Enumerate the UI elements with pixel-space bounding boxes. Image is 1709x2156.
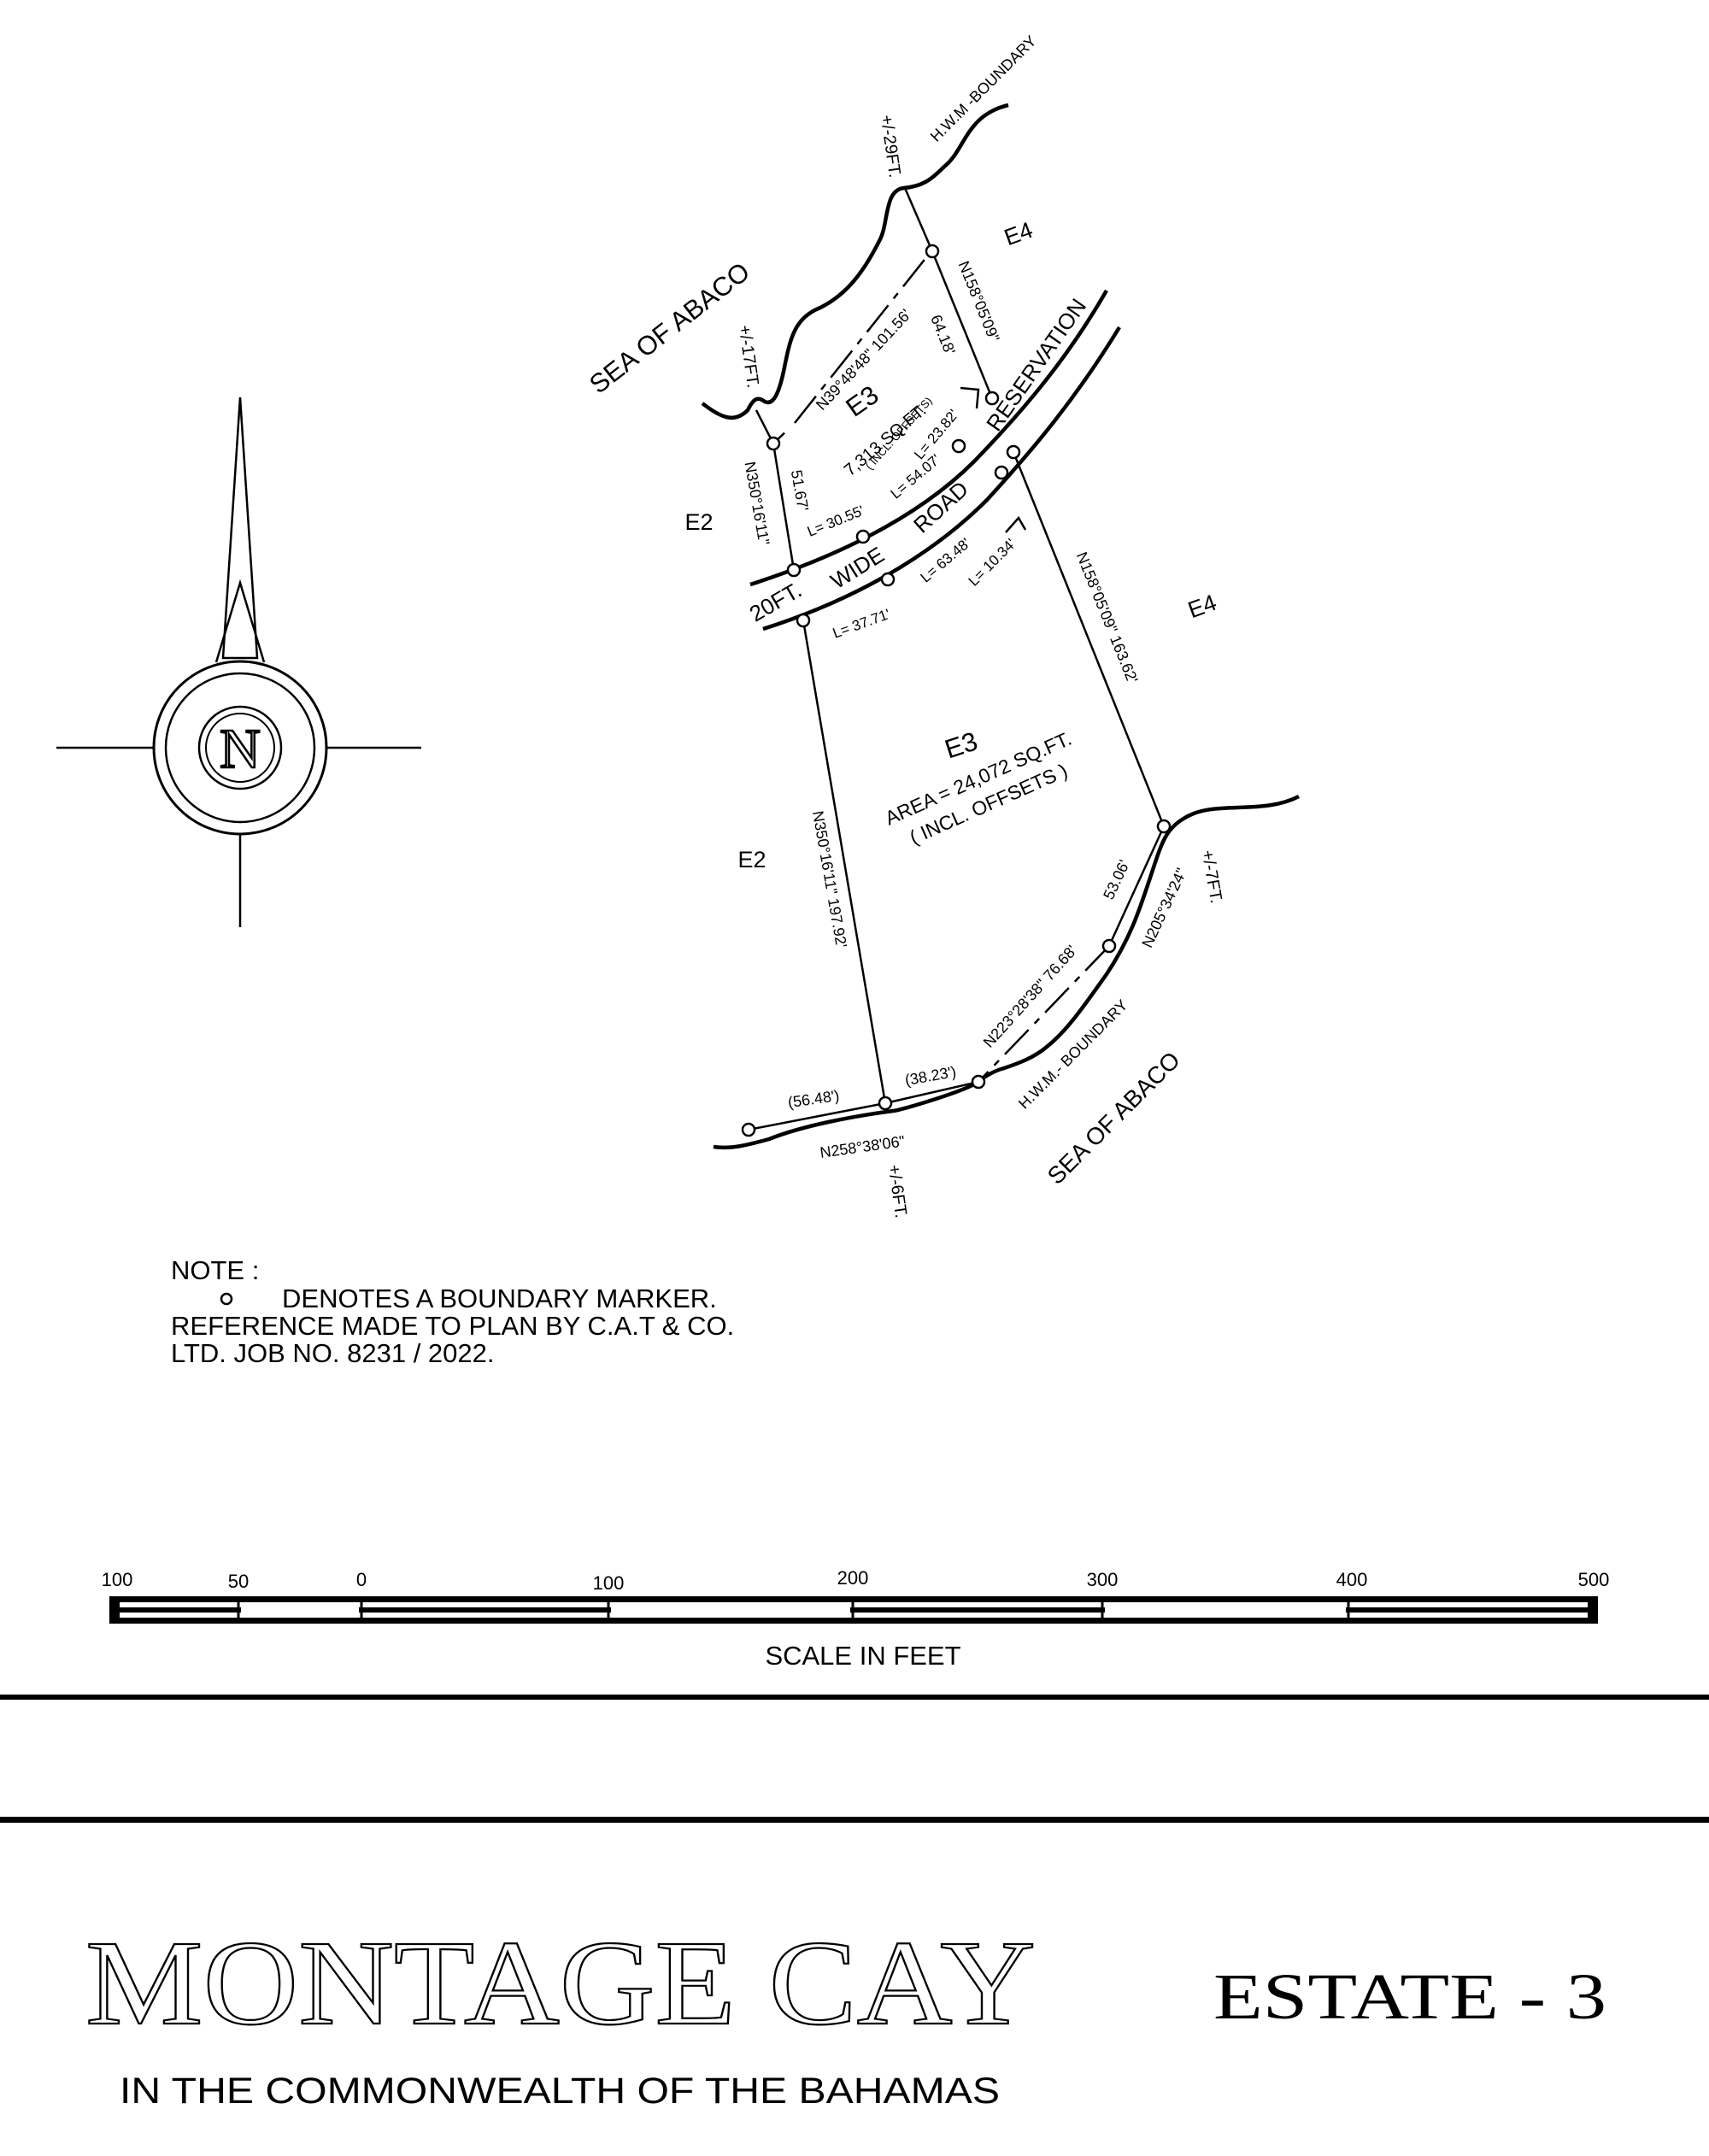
marker: [878, 1096, 893, 1111]
upper-bearing-right: N158°05'09": [955, 259, 1003, 344]
e4-label-right: E4: [1184, 590, 1219, 623]
lower-lot-name: E3: [941, 726, 981, 765]
upper-lot-boundary: [755, 187, 994, 571]
marker: [1006, 444, 1021, 460]
scale-tick-label: 500: [1578, 1569, 1610, 1590]
location-subtitle: IN THE COMMONWEALTH OF THE BAHAMAS: [120, 2071, 1000, 2112]
marker: [951, 438, 966, 454]
sea-of-abaco-north: SEA OF ABACO: [584, 256, 755, 400]
title-block: MONTAGE CAY ESTATE - 3 IN THE COMMONWEAL…: [85, 1914, 1606, 2112]
hwm-boundary-south: H.W.M.- BOUNDARY: [1015, 996, 1131, 1113]
note-heading: NOTE :: [171, 1255, 259, 1285]
scale-caption: SCALE IN FEET: [765, 1641, 960, 1671]
lower-distance-southeast-2: 53.06': [1100, 857, 1133, 902]
scale-tick-label: 300: [1087, 1569, 1119, 1590]
compass-north-letter: N: [220, 718, 261, 780]
marker: [786, 562, 802, 578]
lower-bearing-bottom: N258°38'06": [819, 1132, 906, 1161]
scale-tick-label: 50: [228, 1571, 249, 1592]
scale-tick-label: 200: [837, 1567, 869, 1589]
lower-lot-boundary: [748, 451, 1166, 1131]
note-block: NOTE : DENOTES A BOUNDARY MARKER. REFERE…: [171, 1255, 734, 1368]
north-arrow: N: [56, 397, 421, 927]
marker: [741, 1122, 756, 1137]
offset-17ft: +/-17FT.: [735, 324, 762, 389]
upper-bearing-left: N350°16'11": [741, 461, 772, 547]
marker: [1101, 938, 1117, 954]
project-title: MONTAGE CAY: [85, 1915, 1036, 2050]
note-line-1: DENOTES A BOUNDARY MARKER.: [282, 1284, 717, 1313]
marker: [925, 244, 940, 259]
scale-segments-white: [241, 1606, 1346, 1614]
boundary-marker-legend-icon: [220, 1292, 233, 1306]
title-block-rules: [0, 1695, 1709, 1823]
scale-tick-label: 400: [1336, 1569, 1368, 1590]
lower-arc-c: L= 10.34': [966, 536, 1019, 590]
offset-6ft: +/-6FT.: [884, 1164, 911, 1219]
offset-29ft: +/-29FT.: [877, 114, 904, 179]
e2-label-top: E2: [684, 509, 713, 535]
lower-bearing-right: N158°05'09" 163.62': [1073, 549, 1142, 685]
scale-tick-label: 100: [593, 1572, 625, 1594]
lower-bearing-southeast-2: N205°34'24": [1138, 866, 1189, 950]
road-label-wide: WIDE: [825, 542, 888, 594]
e4-label-top: E4: [1001, 217, 1036, 250]
scale-bar: 100 50 0 100 200 300 400 500 SCALE IN FE…: [102, 1567, 1610, 1671]
estate-number: ESTATE - 3: [1213, 1961, 1606, 2033]
road-label-reservation: RESERVATION: [981, 294, 1091, 436]
marker: [994, 465, 1009, 480]
lower-lot-labels: E3 AREA = 24,072 SQ.FT. ( INCL. OFFSETS …: [787, 535, 1190, 1161]
lower-arc-a: L= 37.71': [831, 606, 892, 642]
marker: [766, 436, 781, 451]
marker: [984, 391, 1000, 406]
coastline: [701, 103, 1301, 1150]
lower-bearing-southeast-1: N223°28'38" 76.68': [980, 942, 1081, 1051]
note-line-3: LTD. JOB NO. 8231 / 2022.: [171, 1338, 495, 1368]
scale-tick-label: 100: [102, 1569, 133, 1590]
marker: [1156, 819, 1172, 834]
plan-labels: SEA OF ABACO SEA OF ABACO H.W.M -BOUNDAR…: [584, 32, 1225, 1219]
marker: [855, 529, 871, 544]
note-line-2: REFERENCE MADE TO PLAN BY C.A.T & CO.: [171, 1311, 734, 1341]
lower-distance-bottom-1: (38.23'): [903, 1063, 957, 1089]
marker: [796, 613, 811, 628]
marker: [880, 572, 896, 587]
boundary-markers: [741, 244, 1172, 1137]
hwm-boundary-north: H.W.M -BOUNDARY: [927, 32, 1040, 145]
lower-distance-bottom-2: (56.48'): [787, 1087, 841, 1111]
e2-label-bottom: E2: [737, 847, 766, 872]
marker: [971, 1074, 986, 1090]
lower-bearing-left: N350°16'11" 197.92': [809, 809, 850, 949]
offset-7ft: +/-7FT.: [1198, 849, 1226, 905]
upper-distance-left: 51.67': [788, 468, 812, 512]
scale-tick-label: 0: [356, 1569, 367, 1590]
road-reservation: [749, 289, 1121, 632]
upper-distance-right: 64.18': [927, 313, 959, 357]
